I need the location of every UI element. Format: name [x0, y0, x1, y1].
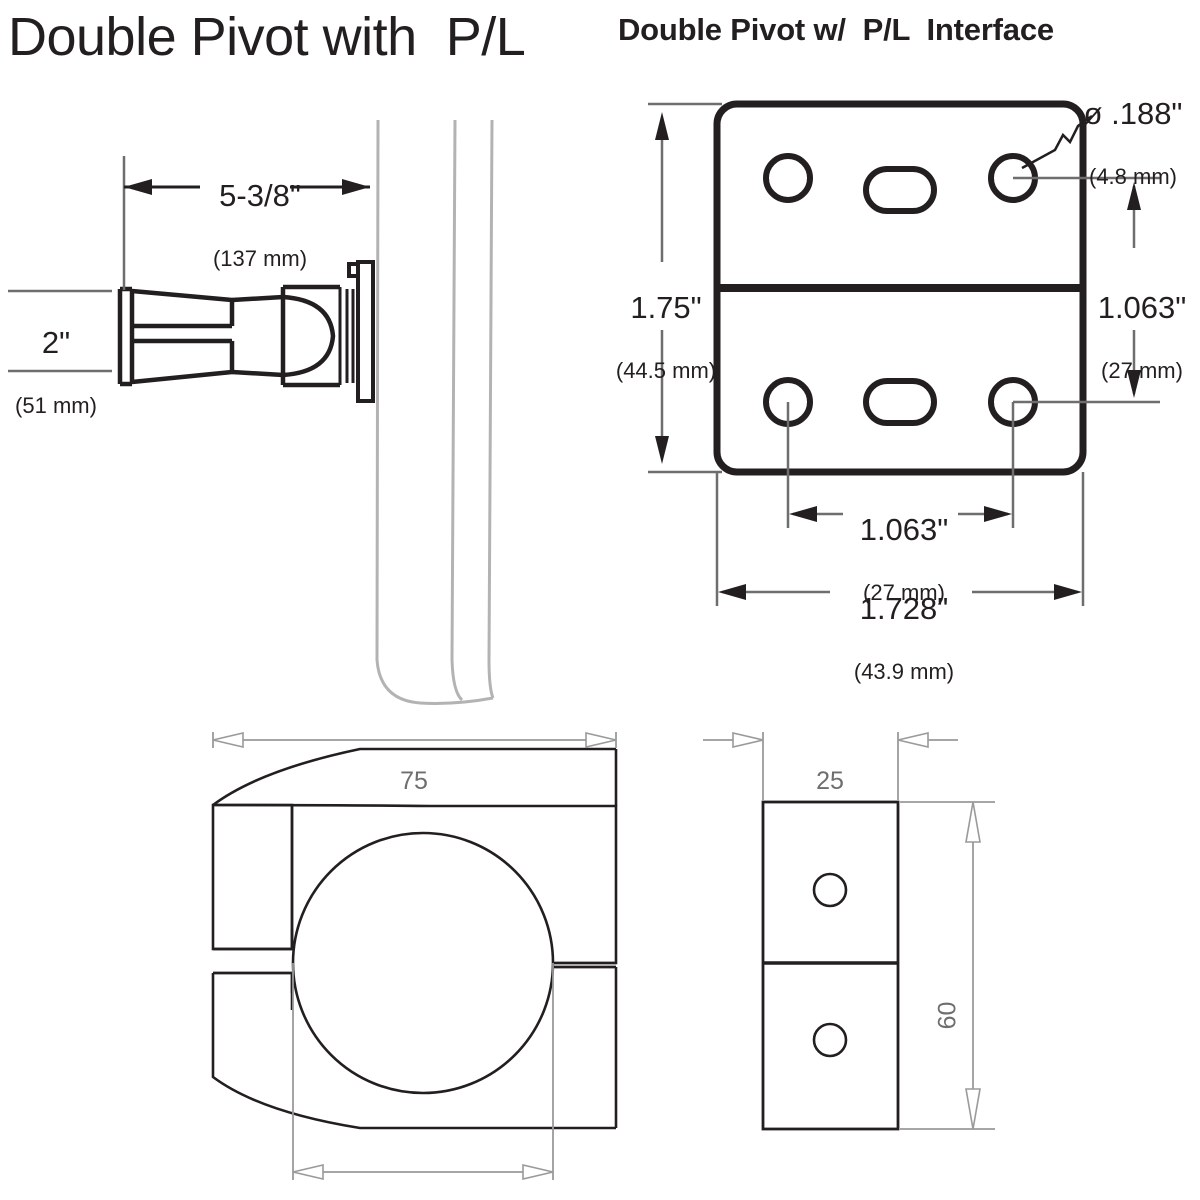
dimension-label-plate-height: 1.75" (44.5 mm) [608, 256, 724, 417]
mount-plate-graphic [347, 260, 375, 403]
dimension-value-mm: (44.5 mm) [615, 357, 717, 383]
dimension-clamp-side-height [900, 801, 995, 1130]
arrowhead-open-down [965, 1088, 981, 1130]
dimension-value-inch: 1.063" [859, 511, 949, 547]
dimension-hole-horizontal [786, 402, 1015, 528]
dimension-label-hole-vertical-spacing: 1.063" (27 mm) [1084, 256, 1200, 417]
arrowhead-right [342, 179, 370, 195]
arrowhead-open-left [292, 1163, 324, 1181]
dimension-value-mm: (43.9 mm) [853, 658, 955, 684]
pole-graphic [375, 119, 495, 705]
dimension-label-clamp-width: 75 [374, 714, 454, 849]
arrowhead-up [1127, 182, 1141, 210]
dimension-value-inch: 1.063" [1097, 289, 1187, 325]
arrowhead-up [655, 112, 669, 140]
dimension-label-hole-horizontal-spacing: 1.063" (27 mm) [840, 478, 968, 639]
dimension-value-inch: ø .188" [1083, 95, 1183, 131]
dimension-value-inch: 1.728" [859, 590, 949, 626]
dimension-clamp-bore [292, 963, 554, 1180]
arrowhead-down [655, 436, 669, 464]
arrowhead-right [1054, 584, 1082, 600]
dimension-value-inch: 1.75" [630, 289, 702, 325]
page-title-sub: Double Pivot w/ P/L Interface [618, 12, 1054, 47]
dimension-value-inch: 2" [41, 324, 71, 360]
dimension-value: 25 [816, 767, 844, 795]
arrowhead-open-up [965, 801, 981, 843]
clamp-bore-circle [291, 831, 555, 1095]
arrowhead-open-left [732, 731, 764, 749]
hole-upper-left [763, 153, 813, 203]
dimension-value: 50 [383, 1198, 463, 1200]
arrowhead-open-right [897, 731, 929, 749]
arrowhead-left [124, 179, 152, 195]
dimension-value-mm: (4.8 mm) [1089, 163, 1177, 189]
slot-upper-center [863, 166, 937, 214]
pl-plate-lower-holes [763, 377, 1038, 427]
dimension-label-clamp-bore: 50 [383, 1144, 463, 1200]
arrowhead-left [789, 506, 817, 522]
clamp-split-lines [213, 929, 616, 993]
dimension-value: 75 [400, 767, 428, 795]
dimension-value-mm: (137 mm) [212, 245, 308, 271]
dimension-label-plate-width: 1.728" (43.9 mm) [836, 557, 972, 718]
arrowhead-down [1127, 370, 1141, 398]
slot-lower-center [863, 378, 937, 426]
hole-diameter-leader [1021, 114, 1093, 170]
dimension-label-clamp-side-width: 25 [790, 714, 870, 849]
arrowhead-open-right [522, 1163, 554, 1181]
dimension-label-arm-height: 2" (51 mm) [0, 291, 112, 452]
dimension-value-mm: (27 mm) [863, 579, 945, 605]
dimension-value-mm: (27 mm) [1101, 357, 1183, 383]
dimension-value-inch: 5-3/8" [219, 177, 301, 213]
dimension-label-hole-diameter: ø .188" (4.8 mm) [1066, 62, 1200, 223]
arrowhead-right [984, 506, 1012, 522]
clamp-side-view-graphic [761, 800, 900, 1131]
dimension-label-extension: 5-3/8" (137 mm) [160, 144, 360, 305]
page-title-main: Double Pivot with P/L [8, 7, 526, 67]
arm-assembly-graphic [117, 284, 355, 388]
arrowhead-open-right [585, 731, 617, 749]
arrowhead-left [718, 584, 746, 600]
dimension-label-clamp-side-height: 60 [881, 976, 1016, 1056]
dimension-extension-height [8, 289, 112, 373]
dimension-value: 60 [933, 1001, 962, 1030]
dimension-value-mm: (51 mm) [15, 392, 97, 418]
arrowhead-open-left [212, 731, 244, 749]
